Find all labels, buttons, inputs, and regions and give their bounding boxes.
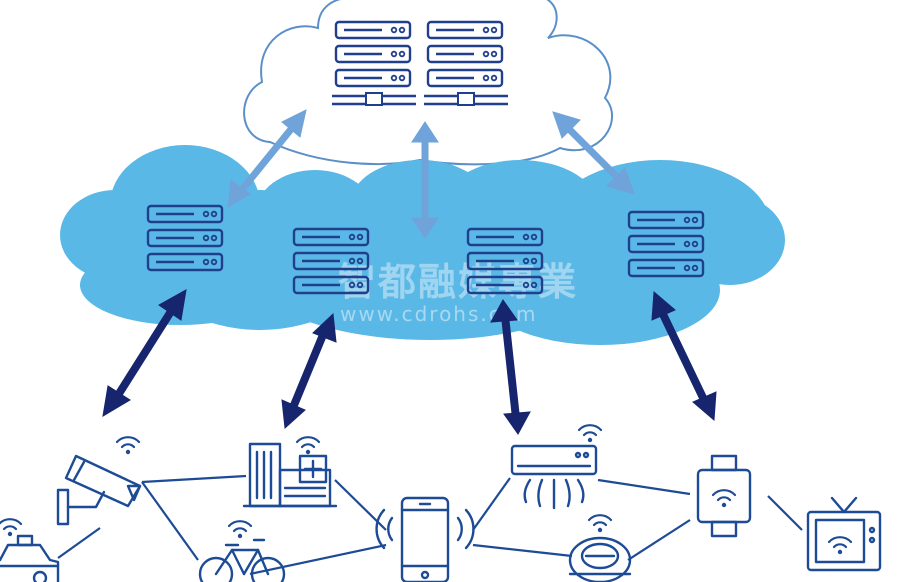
security-camera-icon <box>56 436 142 526</box>
smartphone-icon <box>375 496 475 582</box>
television-icon <box>806 496 882 572</box>
dark-arrow-1 <box>102 289 187 417</box>
light-arrow-right <box>552 111 635 195</box>
bicycle-icon <box>198 520 286 582</box>
robot-vacuum-icon <box>568 514 632 582</box>
light-arrow-left <box>227 109 307 208</box>
taxi-icon <box>0 518 60 582</box>
air-conditioner-icon <box>510 424 603 510</box>
hospital-icon <box>242 436 338 508</box>
central-server-left <box>332 20 416 106</box>
dark-arrow-4 <box>651 290 717 422</box>
light-arrow-center <box>411 121 439 239</box>
edge-links <box>102 289 717 435</box>
cloud-links <box>227 109 635 239</box>
edge-cloud <box>60 145 785 345</box>
dark-arrow-3 <box>490 299 531 435</box>
dark-arrow-2 <box>281 312 337 430</box>
smartwatch-icon <box>696 454 752 538</box>
watermark-text: 智都融媒專業 <box>338 260 578 304</box>
device-links <box>57 474 803 576</box>
central-server-right <box>424 20 508 106</box>
